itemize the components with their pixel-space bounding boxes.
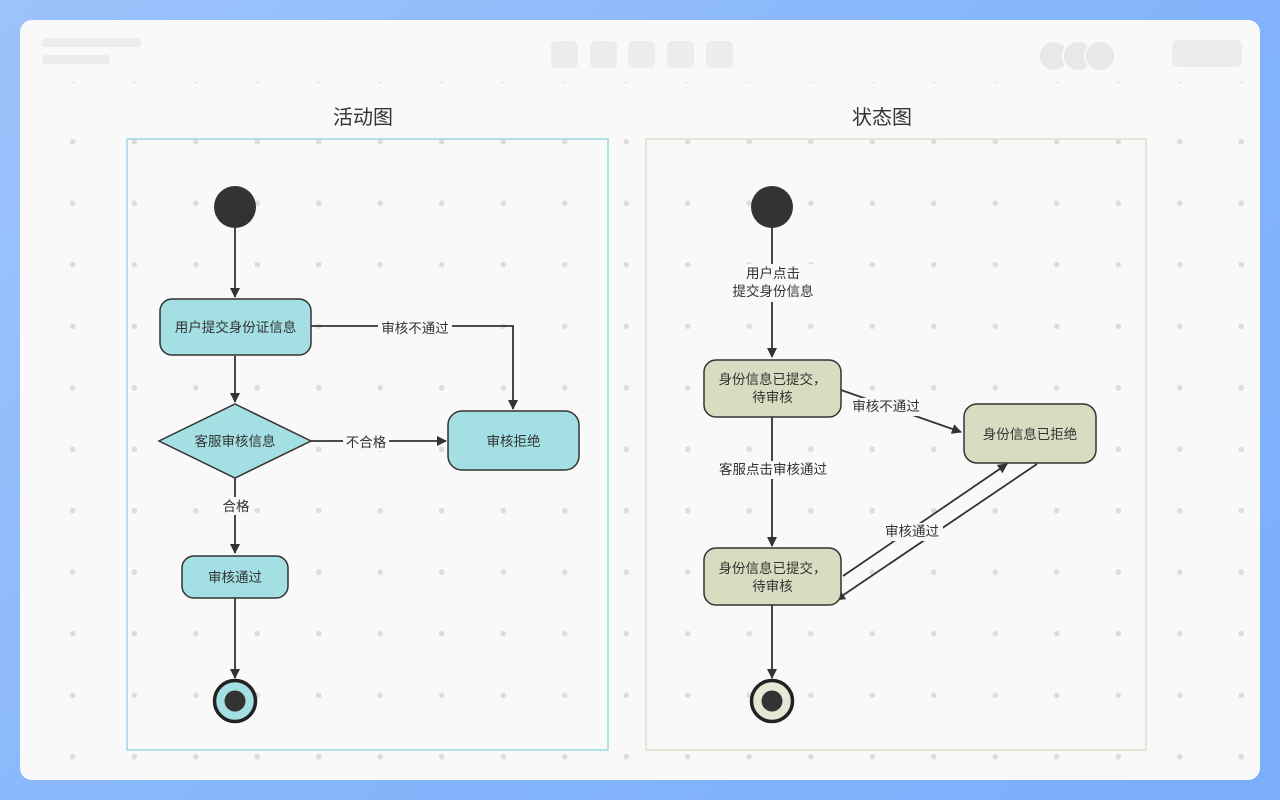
toolbar-button-1[interactable] bbox=[551, 41, 578, 68]
toolbar bbox=[20, 20, 1260, 82]
edge-label-user-click-line1: 用户点击 bbox=[746, 265, 800, 282]
state-diagram-title: 状态图 bbox=[852, 105, 912, 129]
activity-node-rejected-label: 审核拒绝 bbox=[487, 434, 541, 450]
state-node-submitted-line1: 身份信息已提交， bbox=[719, 371, 827, 388]
state-node-rejected-label: 身份信息已拒绝 bbox=[983, 426, 1078, 443]
activity-frame bbox=[126, 138, 609, 751]
activity-decision-review[interactable] bbox=[157, 403, 313, 479]
edge-label-qualified: 合格 bbox=[223, 499, 250, 515]
toolbar-button-4[interactable] bbox=[667, 41, 694, 68]
activity-diagram-title: 活动图 bbox=[333, 105, 393, 129]
activity-node-submit[interactable] bbox=[159, 298, 312, 356]
avatar[interactable] bbox=[1084, 40, 1116, 72]
activity-end-node-core bbox=[224, 690, 246, 712]
activity-node-approved-label: 审核通过 bbox=[208, 570, 262, 586]
edge-label-not-passed: 审核不通过 bbox=[381, 321, 449, 337]
activity-decision-review-label: 客服审核信息 bbox=[195, 433, 276, 450]
toolbar-button-5[interactable] bbox=[706, 41, 733, 68]
state-node-submitted-line2: 待审核 bbox=[752, 390, 793, 406]
state-node-submitted-2-line2: 待审核 bbox=[752, 579, 793, 595]
state-frame bbox=[645, 138, 1147, 751]
state-node-rejected[interactable] bbox=[963, 403, 1097, 464]
doc-title-placeholder bbox=[42, 38, 141, 47]
edge-label-unqualified: 不合格 bbox=[346, 435, 387, 451]
edge-submit-to-rejected bbox=[311, 325, 518, 410]
activity-start-node[interactable] bbox=[214, 186, 256, 228]
state-node-submitted-2-line1: 身份信息已提交， bbox=[719, 560, 827, 577]
edge-label-state-not-passed: 审核不通过 bbox=[852, 399, 920, 415]
toolbar-button-2[interactable] bbox=[590, 41, 617, 68]
edge-submitted2-to-rejected bbox=[842, 463, 1008, 577]
edge-label-user-click-line2: 提交身份信息 bbox=[733, 283, 814, 300]
state-start-node[interactable] bbox=[751, 186, 793, 228]
activity-node-approved[interactable] bbox=[181, 555, 289, 599]
state-node-submitted-2[interactable] bbox=[703, 547, 842, 606]
activity-node-submit-label: 用户提交身份证信息 bbox=[175, 319, 297, 336]
doc-subtitle-placeholder bbox=[42, 55, 110, 64]
state-end-node-core bbox=[761, 690, 783, 712]
edge-label-cs-approved: 客服点击审核通过 bbox=[719, 461, 827, 478]
edge-label-state-approved: 审核通过 bbox=[885, 524, 939, 540]
toolbar-button-3[interactable] bbox=[628, 41, 655, 68]
share-button[interactable] bbox=[1172, 40, 1242, 67]
activity-node-rejected[interactable] bbox=[447, 410, 580, 471]
state-node-submitted[interactable] bbox=[703, 359, 842, 418]
